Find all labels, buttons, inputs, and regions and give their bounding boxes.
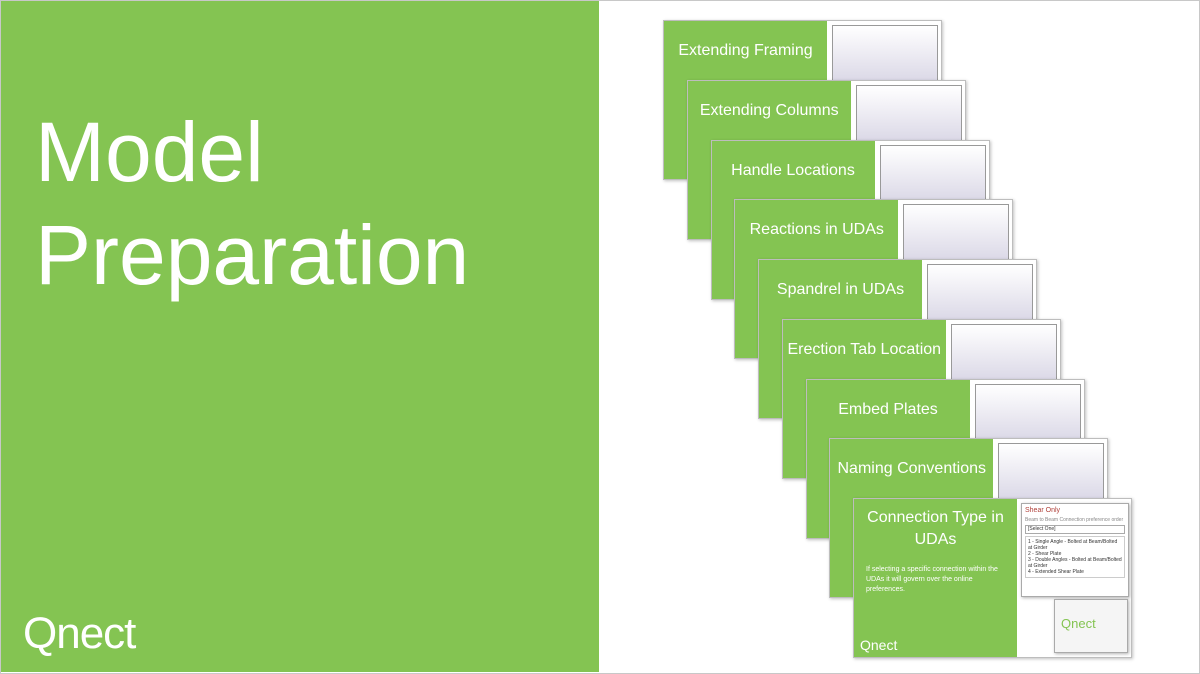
title-panel: Model Preparation Qnect <box>1 1 599 672</box>
card-title: Spandrel in UDAs <box>763 264 918 316</box>
dialog-subtitle: Beam to Beam Connection preference order <box>1025 517 1124 523</box>
uda-dialog: Qnect <box>1054 599 1128 653</box>
title-line-2: Preparation <box>35 208 470 302</box>
card-title: Extending Columns <box>692 85 847 137</box>
card-title-text: Extending Framing <box>678 42 813 59</box>
card-title: Naming Conventions <box>834 443 989 495</box>
card-title: Handle Locations <box>716 145 871 197</box>
card-description: If selecting a specific connection withi… <box>866 566 998 593</box>
card-title-text: Embed Plates <box>838 400 938 418</box>
card-title-text: Naming Conventions <box>837 460 987 478</box>
dialog-title: Shear Only <box>1025 507 1061 514</box>
card-title-text: Reactions in UDAs <box>749 221 884 239</box>
card-title-text: Handle Locations <box>731 161 855 179</box>
card-title: Erection Tab Location <box>787 324 942 376</box>
dialog-logo: Qnect <box>1061 616 1096 631</box>
option-item: 3 - Double Angles - Bolted at Beam/Bolte… <box>1028 557 1122 569</box>
option-item: 4 - Extended Shear Plate <box>1028 569 1084 575</box>
card-title-text: Spandrel in UDAs <box>776 281 905 298</box>
card-title: Embed Plates <box>811 384 966 436</box>
card-title-text: Connection Type in UDAs <box>867 509 1004 548</box>
card-title: Reactions in UDAs <box>739 204 894 256</box>
card-title-text: Extending Columns <box>699 101 839 119</box>
option-list: 1 - Single Angle - Bolted at Beam/Bolted… <box>1025 536 1125 578</box>
card-title: Extending Framing <box>668 25 823 77</box>
card-title: Connection Type in UDAs <box>858 503 1013 555</box>
qnect-logo: Qnect <box>23 609 136 658</box>
option-item: 1 - Single Angle - Bolted at Beam/Bolted… <box>1028 539 1118 551</box>
option-item: 2 - Shear Plate <box>1028 551 1062 557</box>
title-line-1: Model <box>35 105 264 199</box>
card-logo: Qnect <box>860 637 898 653</box>
card-title-text: Erection Tab Location <box>787 340 942 358</box>
connection-select: [Select One] <box>1025 525 1125 534</box>
slide-title: Model Preparation <box>35 101 469 307</box>
card-green-panel <box>854 499 1017 657</box>
